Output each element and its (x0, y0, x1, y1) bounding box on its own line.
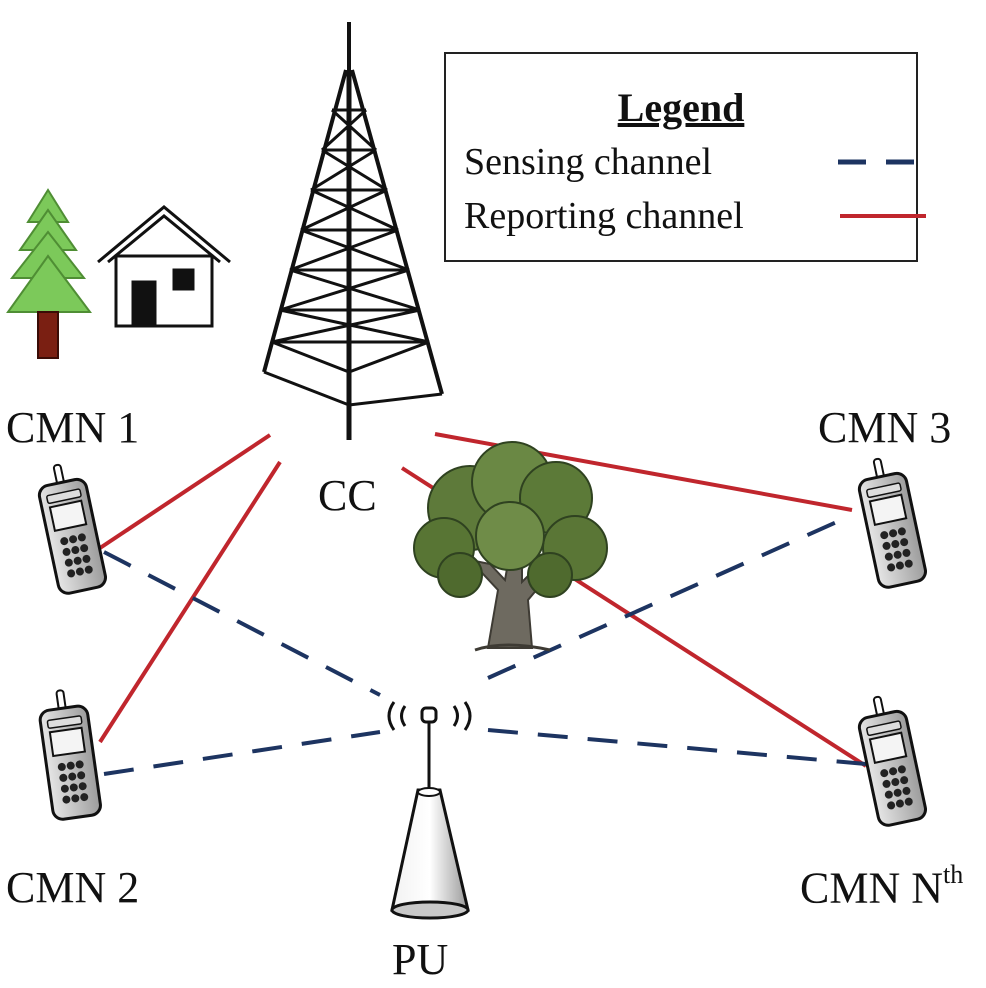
legend-title: Legend (617, 85, 745, 130)
cmnN-label-text: CMN N (800, 863, 944, 913)
legend-item-sensing: Sensing channel (464, 140, 924, 184)
solid-line-swatch (840, 214, 926, 218)
tower-icon (262, 22, 444, 440)
legend: Legend Sensing channel Reporting channel (444, 52, 926, 262)
legend-item-label: Sensing channel (464, 141, 713, 183)
cmn1-label: CMN 1 (6, 403, 140, 452)
pine-tree-icon (6, 188, 92, 359)
primary-user-antenna-icon (387, 701, 472, 920)
cmnN-label: CMN Nth (800, 862, 963, 913)
reporting-line-cmn2 (98, 460, 282, 744)
sensing-line-cmnN (487, 728, 867, 766)
dashed-line-swatch (838, 159, 924, 165)
oak-tree-icon (413, 441, 608, 652)
sensing-line-cmn1 (103, 550, 381, 697)
legend-item-label: Reporting channel (464, 195, 744, 237)
mobile-phone-icon (32, 458, 109, 597)
mobile-phone-icon (852, 690, 929, 829)
cmnN-label-superscript: th (943, 860, 964, 889)
mobile-phone-icon (852, 452, 929, 591)
cmn2-label: CMN 2 (6, 863, 140, 912)
reporting-line-cmn1 (98, 433, 272, 550)
legend-item-reporting: Reporting channel (464, 194, 926, 238)
sensing-line-cmn2 (103, 730, 381, 776)
cc-label: CC (318, 471, 377, 520)
house-icon (97, 205, 231, 328)
pu-label: PU (392, 935, 449, 984)
mobile-phone-icon (34, 685, 104, 823)
cmn3-label: CMN 3 (818, 403, 952, 452)
